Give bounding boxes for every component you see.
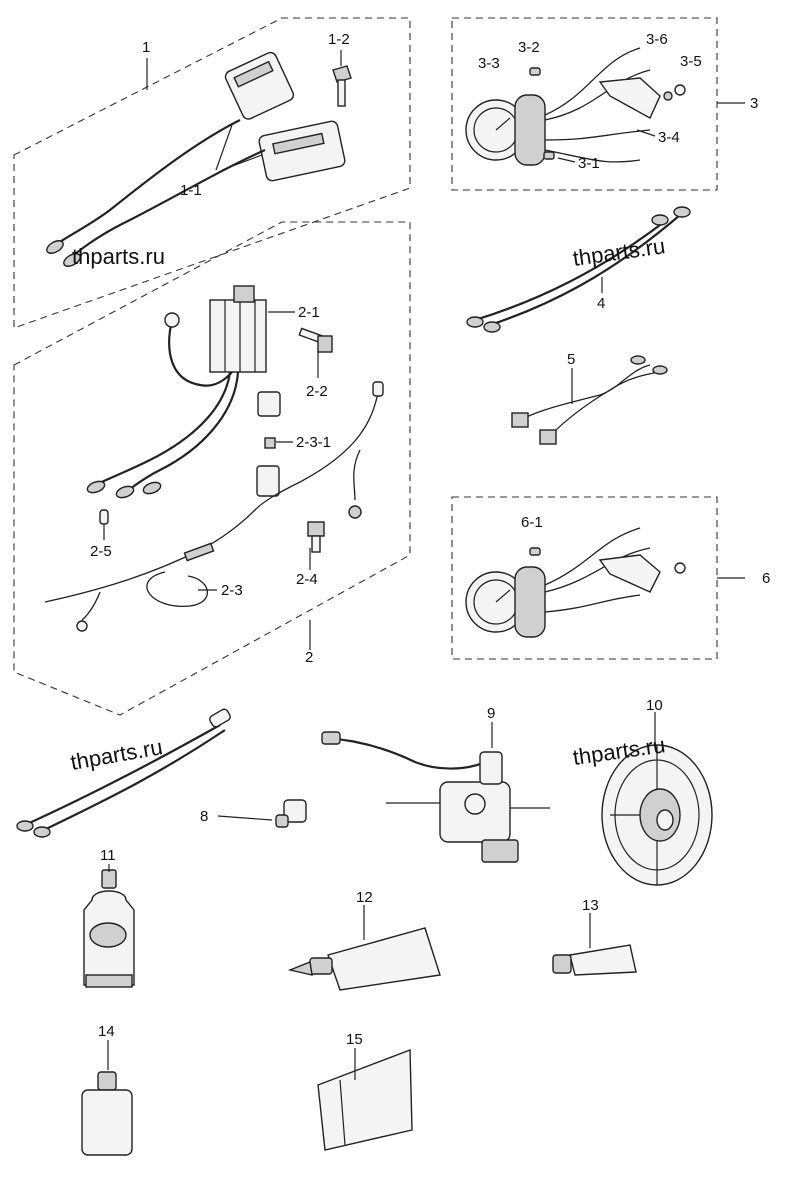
- group-6-frame: [451, 496, 718, 660]
- flywheel-10: [601, 744, 713, 886]
- wire-lead-7: [16, 708, 231, 838]
- label-2-4: 2-4: [296, 571, 318, 588]
- label-2: 2: [305, 649, 313, 666]
- label-8: 8: [200, 808, 208, 825]
- label-3-2: 3-2: [518, 39, 540, 56]
- label-6-1: 6-1: [521, 514, 543, 531]
- label-2-3-1: 2-3-1: [296, 434, 331, 451]
- meter-3-3: [465, 47, 686, 166]
- connector-8: [275, 799, 307, 828]
- label-3-1: 3-1: [578, 155, 600, 172]
- wire-harness-2-3: [44, 381, 384, 632]
- meter-6: [465, 527, 686, 638]
- label-1-2: 1-2: [328, 31, 350, 48]
- pump-9: [321, 731, 550, 863]
- label-3: 3: [750, 95, 758, 112]
- label-2-1: 2-1: [298, 304, 320, 321]
- label-11: 11: [100, 847, 116, 864]
- bottle-14: [81, 1071, 133, 1156]
- label-4: 4: [597, 295, 605, 312]
- label-3-3: 3-3: [478, 55, 500, 72]
- tube-12: [287, 927, 441, 991]
- label-1: 1: [142, 39, 150, 56]
- label-1-1: 1-1: [180, 182, 202, 199]
- pouch-15: [317, 1048, 413, 1151]
- label-6: 6: [762, 570, 770, 587]
- wire-lead-5: [511, 355, 668, 445]
- relay-2-3-1: [257, 391, 281, 449]
- pulser-coil-assembly: [46, 51, 346, 267]
- group-1-frame: [13, 17, 411, 329]
- tube-13: [552, 944, 637, 976]
- bolt-1-2: [332, 50, 352, 107]
- bolt-2-2: [298, 327, 333, 353]
- label-3-5: 3-5: [680, 53, 702, 70]
- label-5: 5: [567, 351, 575, 368]
- label-2-2: 2-2: [306, 383, 328, 400]
- fuse-2-5: [99, 509, 109, 525]
- watermark-1: thparts.ru: [72, 244, 165, 269]
- label-2-5: 2-5: [90, 543, 112, 560]
- watermark-2: thparts.ru: [571, 233, 667, 271]
- wire-lead-4: [466, 206, 691, 333]
- rectifier-regulator-2-1: [86, 285, 267, 499]
- label-10: 10: [646, 697, 663, 714]
- group-2-frame: [13, 221, 411, 716]
- label-12: 12: [356, 889, 373, 906]
- bolt-2-4: [307, 521, 325, 553]
- label-13: 13: [582, 897, 599, 914]
- label-3-6: 3-6: [646, 31, 668, 48]
- bottle-11: [83, 869, 135, 988]
- label-15: 15: [346, 1031, 363, 1048]
- label-9: 9: [487, 705, 495, 722]
- label-2-3: 2-3: [221, 582, 243, 599]
- label-14: 14: [98, 1023, 115, 1040]
- watermark-3: thparts.ru: [69, 734, 165, 775]
- label-3-4: 3-4: [658, 129, 680, 146]
- group-3-frame: [451, 17, 718, 191]
